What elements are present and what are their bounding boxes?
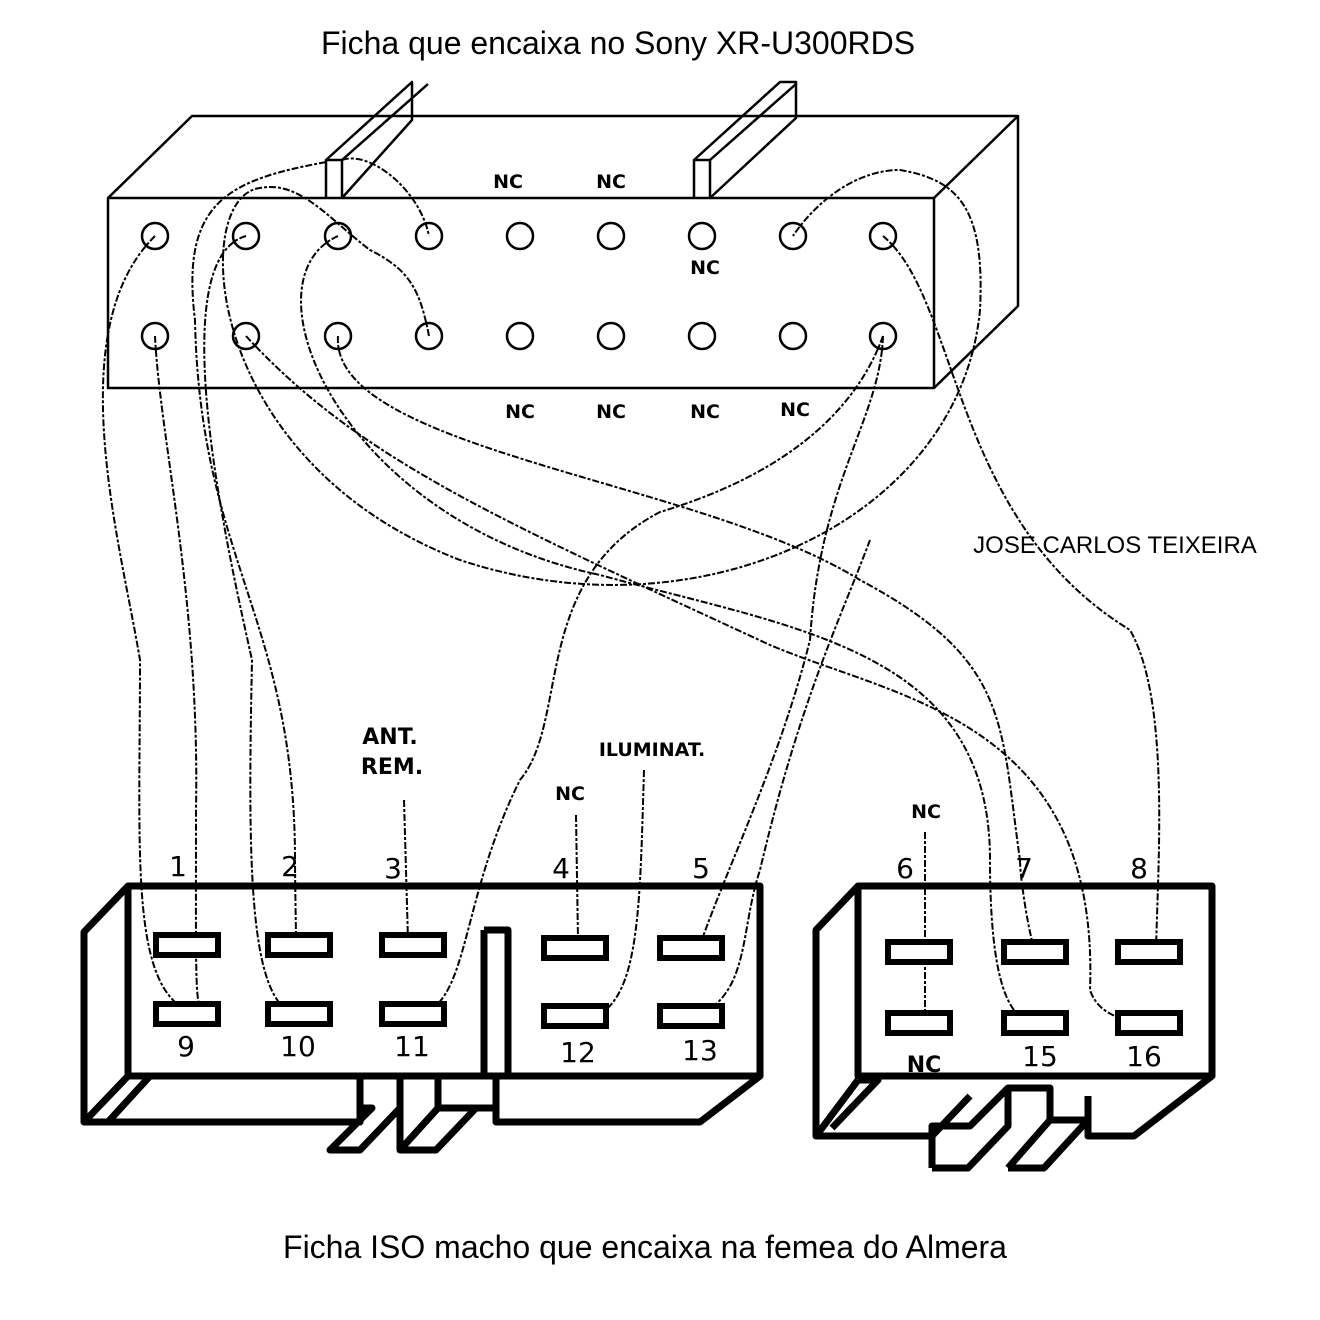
sony-latch-right	[692, 80, 798, 199]
pin-number: 13	[682, 1034, 718, 1067]
nc-label: NC	[493, 171, 523, 193]
iso-left-side	[80, 883, 131, 1126]
wire	[245, 335, 1151, 1023]
pin-number: 1	[169, 850, 187, 883]
iso-slot-2	[265, 932, 333, 958]
sony-pin	[505, 221, 535, 251]
wire	[154, 335, 201, 1006]
nc-label: NC	[555, 783, 585, 805]
wire	[341, 157, 430, 237]
pin-number: 15	[1022, 1040, 1058, 1073]
iluminat-label: ILUMINAT.	[599, 739, 705, 761]
wire	[699, 335, 884, 946]
iso-slot-10	[265, 1001, 333, 1027]
iso-top-numbers: 1 2 3 4 5 6 7 8	[169, 850, 1148, 885]
iso-slot-9	[153, 1001, 221, 1027]
iso-slot-1	[153, 932, 221, 958]
iso-bottom-numbers: 9 10 11 12 13 NC 15 16	[177, 1030, 1162, 1078]
iso-labels: ANT. REM. ILUMINAT. NC NC	[361, 725, 941, 823]
iso-slot-4	[541, 935, 609, 961]
iso-slot-12	[541, 1003, 609, 1029]
nc-label: NC	[596, 401, 626, 423]
wire	[882, 235, 1161, 951]
nc-label: NC	[596, 171, 626, 193]
sony-connector-side	[933, 116, 1020, 389]
iso-right-front	[854, 882, 1216, 1080]
wire	[699, 539, 871, 1016]
sony-pin	[687, 321, 717, 351]
iso-slot-13	[657, 1003, 725, 1029]
iso-left-front	[124, 882, 764, 1080]
wire	[300, 235, 1041, 1024]
sony-pin	[505, 321, 535, 351]
pin-number: 16	[1126, 1040, 1162, 1073]
author-label: JOSE CARLOS TEIXEIRA	[973, 532, 1257, 559]
pin-number: 10	[280, 1030, 316, 1063]
ant-rem-label-line1: ANT.	[362, 725, 417, 750]
bottom-title: Ficha ISO macho que encaixa na femea do …	[283, 1229, 1007, 1265]
nc-label: NC	[505, 401, 535, 423]
pin-number: 12	[560, 1036, 596, 1069]
iso-slot-16	[1115, 1010, 1183, 1036]
pin-number: 2	[281, 850, 299, 883]
pin-number: 4	[552, 852, 570, 885]
wire	[575, 814, 579, 941]
pin-number: 3	[384, 852, 402, 885]
wire	[191, 161, 327, 941]
wire	[403, 799, 409, 941]
iso-connector-left	[80, 882, 764, 1154]
iso-slot-5	[657, 935, 725, 961]
sony-connector	[106, 80, 1020, 390]
pin-number: 5	[692, 852, 710, 885]
iso-slot-14	[885, 1010, 953, 1036]
sony-connector-front	[106, 196, 936, 390]
nc-label: NC	[780, 399, 810, 421]
iso-slot-8	[1115, 939, 1183, 965]
nc-label: NC	[911, 801, 941, 823]
pin-number: 11	[394, 1030, 430, 1063]
ant-rem-label-line2: REM.	[361, 755, 423, 780]
iso-slot-7	[1001, 939, 1069, 965]
iso-right-side	[812, 883, 861, 1140]
iso-connector-right	[812, 882, 1216, 1172]
iso-left-key	[480, 926, 512, 1080]
nc-label: NC	[690, 401, 720, 423]
pin-number: 8	[1130, 852, 1148, 885]
sony-pin	[596, 221, 626, 251]
wires	[101, 157, 1161, 1024]
pin-number: NC	[907, 1053, 942, 1078]
nc-label: NC	[690, 257, 720, 279]
wire	[419, 335, 884, 1016]
sony-pin-row-bottom	[140, 321, 898, 351]
pin-number: 6	[896, 852, 914, 885]
wire	[336, 335, 1036, 951]
iso-slot-11	[379, 1001, 447, 1027]
top-title: Ficha que encaixa no Sony XR-U300RDS	[321, 25, 915, 61]
sony-latch-left	[324, 80, 414, 199]
iso-slot-6	[885, 939, 953, 965]
wire	[203, 235, 291, 1013]
sony-pin-row-top	[140, 221, 898, 251]
sony-pin	[687, 221, 717, 251]
iso-slot-3	[379, 932, 447, 958]
iso-slot-15	[1001, 1010, 1069, 1036]
sony-pin	[596, 321, 626, 351]
wire	[599, 769, 645, 1015]
pin-number: 7	[1015, 852, 1033, 885]
sony-pin	[778, 321, 808, 351]
iso-slots	[153, 932, 1183, 1036]
wire	[221, 168, 982, 586]
pin-number: 9	[177, 1030, 195, 1063]
wire	[101, 235, 187, 1011]
sony-connector-top	[107, 114, 1020, 199]
